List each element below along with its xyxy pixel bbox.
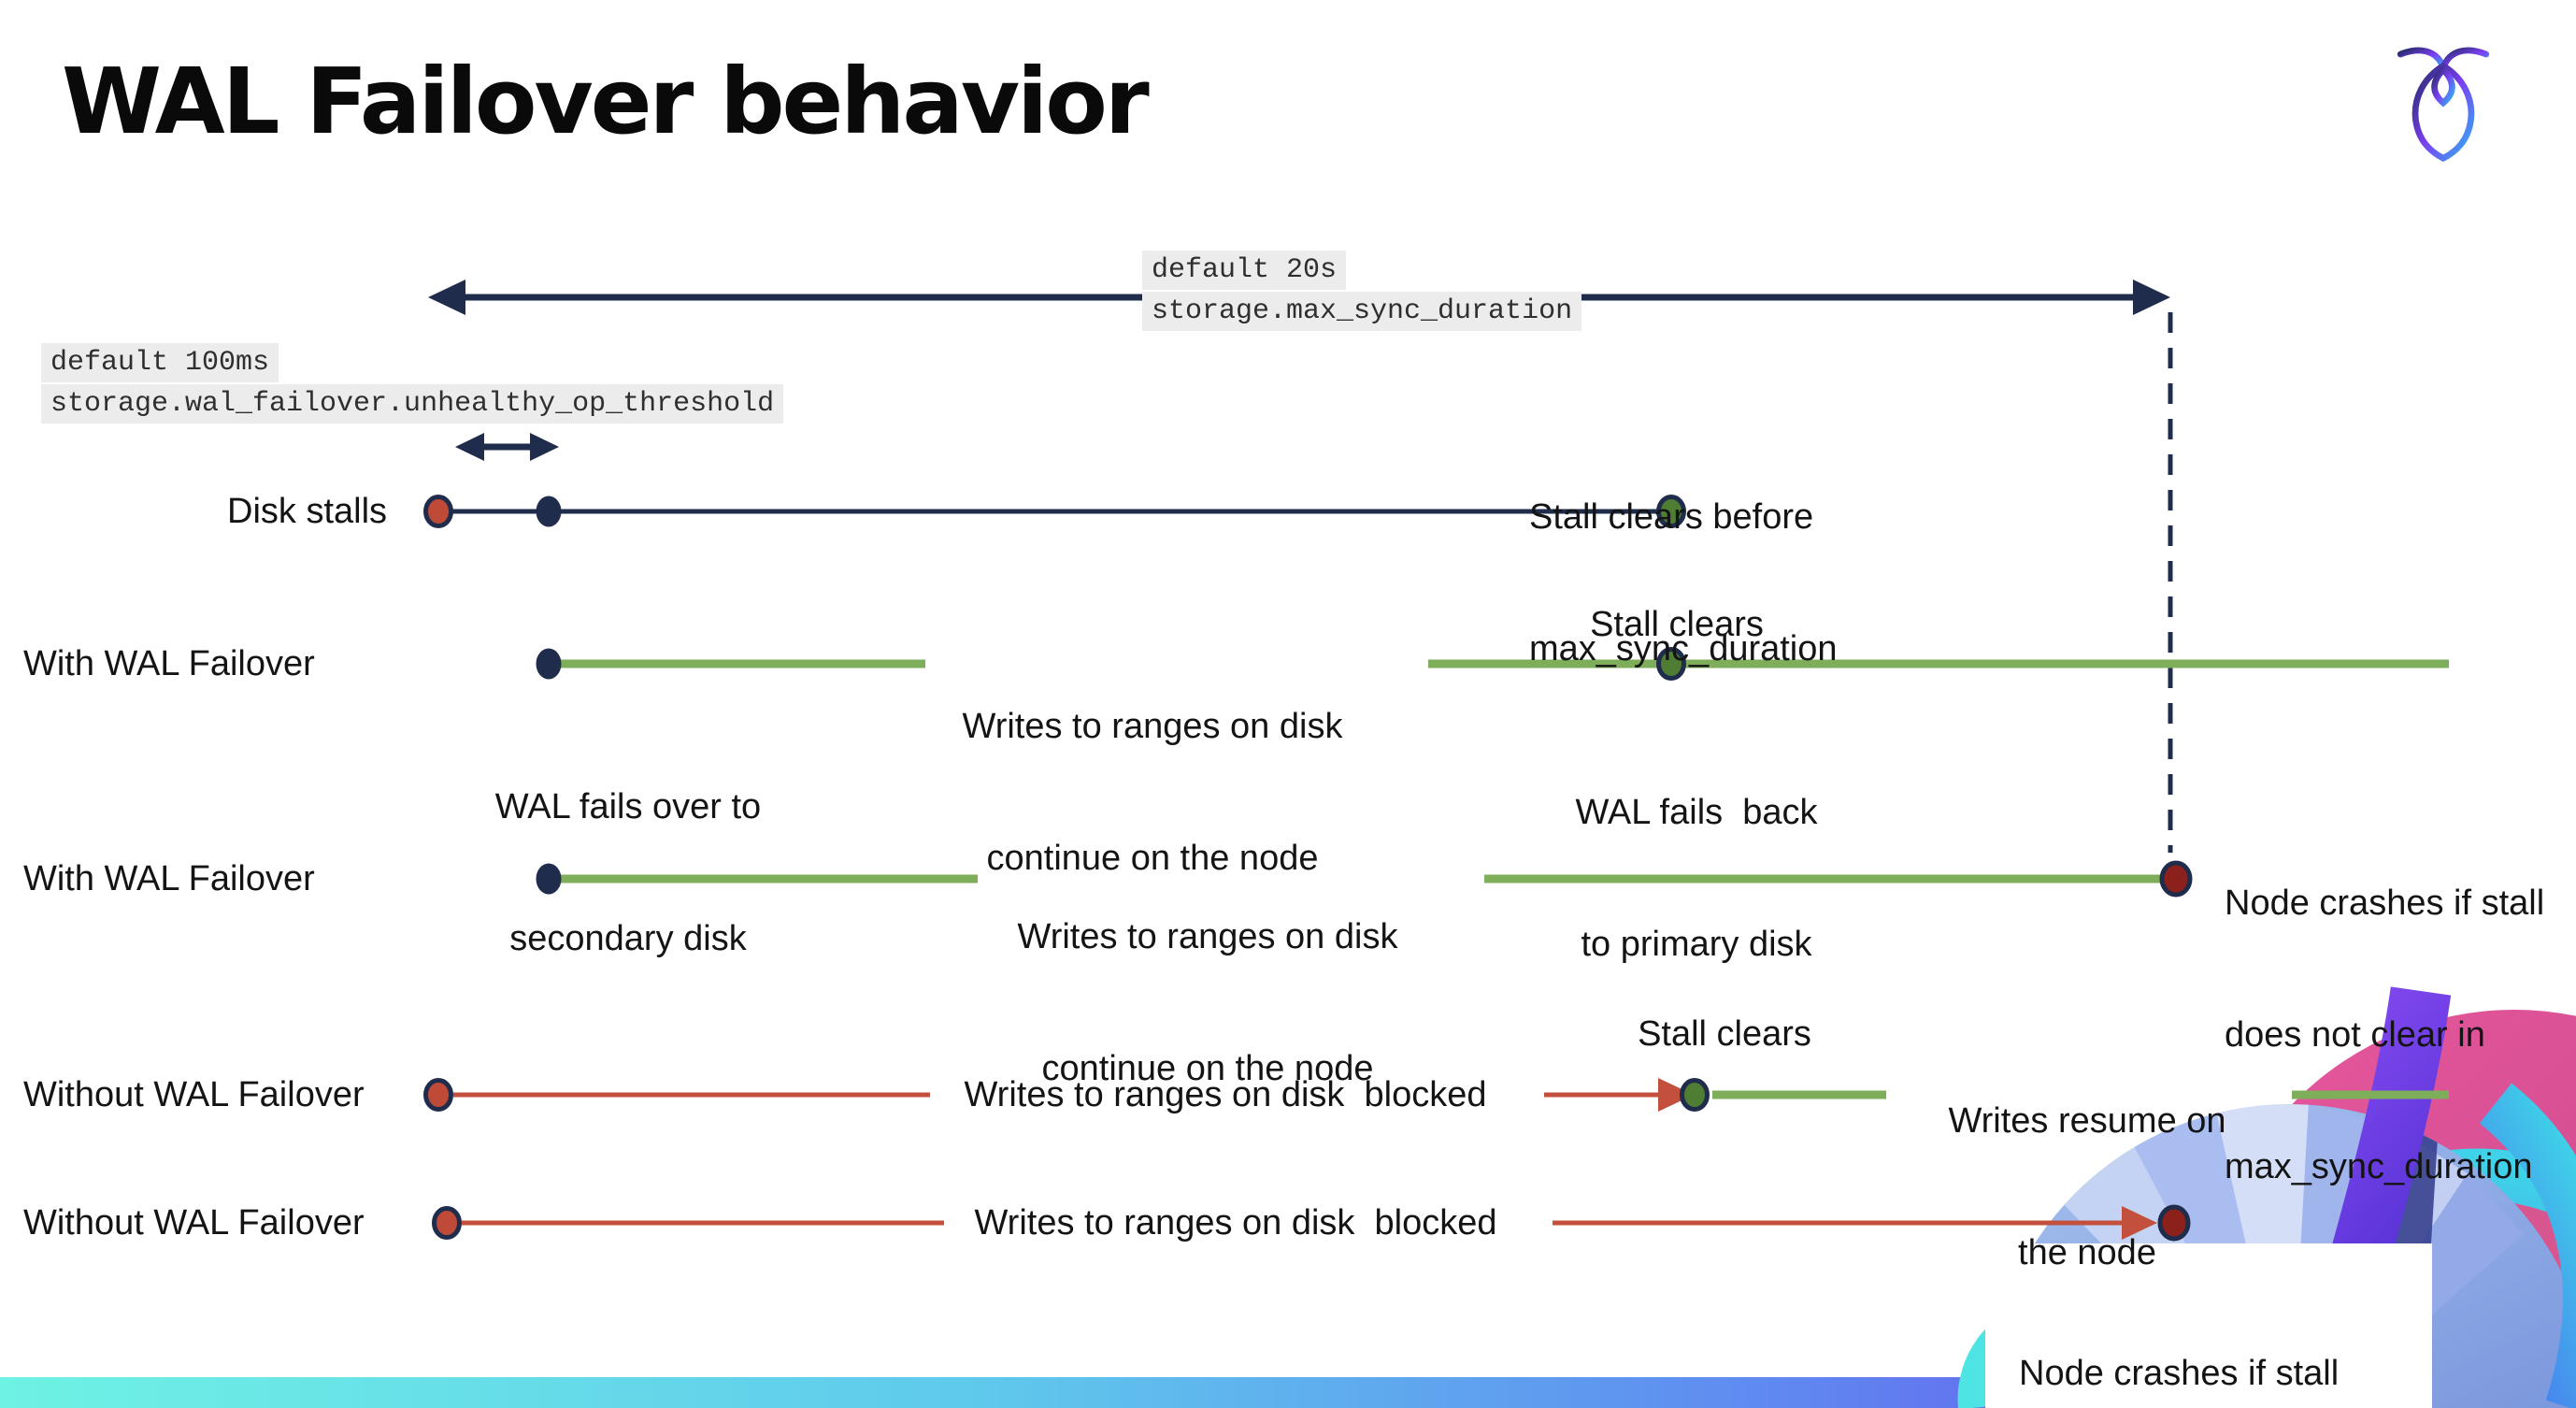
arrowhead-right — [2133, 280, 2170, 315]
row-label-without-wal-failover-2: Without WAL Failover — [23, 1203, 365, 1243]
art-blue-band — [2479, 1083, 2576, 1408]
annotation-writes-continue-1: Writes to ranges on disk continue on the… — [963, 617, 1343, 969]
stall-start-dot — [423, 495, 453, 528]
setting-unhealthy-op-threshold-label: storage.wal_failover.unhealthy_op_thresh… — [41, 384, 784, 424]
arrowhead-left — [428, 280, 465, 315]
annotation-writes-blocked-2: Writes to ranges on disk blocked — [974, 1203, 1497, 1243]
annotation-line: WAL fails over to — [494, 787, 762, 826]
row-label-disk-stalls: Disk stalls — [227, 492, 388, 531]
annotation-writes-continue-2: Writes to ranges on disk continue on the… — [1018, 827, 1398, 1179]
threshold-dot — [536, 496, 562, 527]
annotation-line: Stall clears before — [1529, 497, 1814, 537]
annotation-line: Writes resume on — [1948, 1101, 2226, 1141]
annotation-wal-fails-back: WAL fails back to primary disk — [1575, 703, 1817, 1055]
annotation-line: continue on the node — [986, 839, 1319, 878]
stall-start-dot-3 — [432, 1206, 462, 1240]
setting-default-20s-text: default 20s — [1142, 251, 1347, 290]
annotation-line: Node crashes if stall — [2225, 884, 2545, 923]
setting-default-100ms-label: default 100ms — [41, 343, 279, 382]
row-label-without-wal-failover-1: Without WAL Failover — [23, 1075, 365, 1114]
setting-default-20s-label: default 20s — [1142, 251, 1347, 290]
annotation-line: to primary disk — [1581, 925, 1812, 964]
annotation-line: continue on the node — [1041, 1049, 1374, 1088]
annotation-stall-clears-bottom: Stall clears — [1638, 1014, 1811, 1054]
annotation-wal-fails-over: WAL fails over to secondary disk — [495, 697, 761, 1049]
setting-default-100ms-text: default 100ms — [41, 343, 279, 382]
annotation-node-crashes-bottom: Node crashes if stall does not clear in … — [2019, 1264, 2432, 1408]
annotation-line: Writes to ranges on disk — [962, 707, 1343, 746]
annotation-line: the node — [2018, 1233, 2156, 1272]
stall-clears-dot-2 — [1680, 1078, 1710, 1112]
setting-max-sync-duration-text: storage.max_sync_duration — [1142, 292, 1582, 331]
crash-note-box: Node crashes if stall does not clear in … — [1985, 1243, 2432, 1408]
stall-start-dot-2 — [423, 1078, 453, 1112]
setting-unhealthy-op-threshold-text: storage.wal_failover.unhealthy_op_thresh… — [41, 384, 784, 424]
unhealthy-op-threshold-arrow — [455, 433, 559, 461]
annotation-line: Node crashes if stall — [2019, 1354, 2340, 1393]
timeline-with-wal-failover-1 — [536, 647, 2449, 681]
annotation-line: max_sync_duration — [2225, 1147, 2533, 1186]
annotation-writes-blocked-1: Writes to ranges on disk blocked — [964, 1075, 1487, 1114]
row-label-with-wal-failover-2: With WAL Failover — [23, 859, 315, 898]
crash-dot-mid — [2159, 860, 2193, 898]
annotation-writes-resume: Writes resume on the node — [1948, 1012, 2225, 1363]
timeline-disk-stalls — [423, 495, 1686, 528]
failover-dot — [536, 648, 562, 680]
page-title: WAL Failover behavior — [62, 49, 1150, 154]
annotation-line: secondary disk — [509, 919, 747, 958]
red-arrowhead — [1658, 1078, 1694, 1112]
annotation-line: Writes to ranges on disk — [1017, 917, 1398, 956]
row-label-with-wal-failover-1: With WAL Failover — [23, 644, 315, 683]
setting-max-sync-duration-label: storage.max_sync_duration — [1142, 292, 1582, 331]
annotation-line: does not clear in — [2225, 1015, 2485, 1055]
cockroachdb-logo-icon — [2397, 47, 2490, 163]
annotation-line: WAL fails back — [1575, 793, 1818, 832]
annotation-node-crashes-right: Node crashes if stall does not clear in … — [2225, 794, 2544, 1277]
annotation-stall-clears-top: Stall clears — [1590, 605, 1764, 644]
